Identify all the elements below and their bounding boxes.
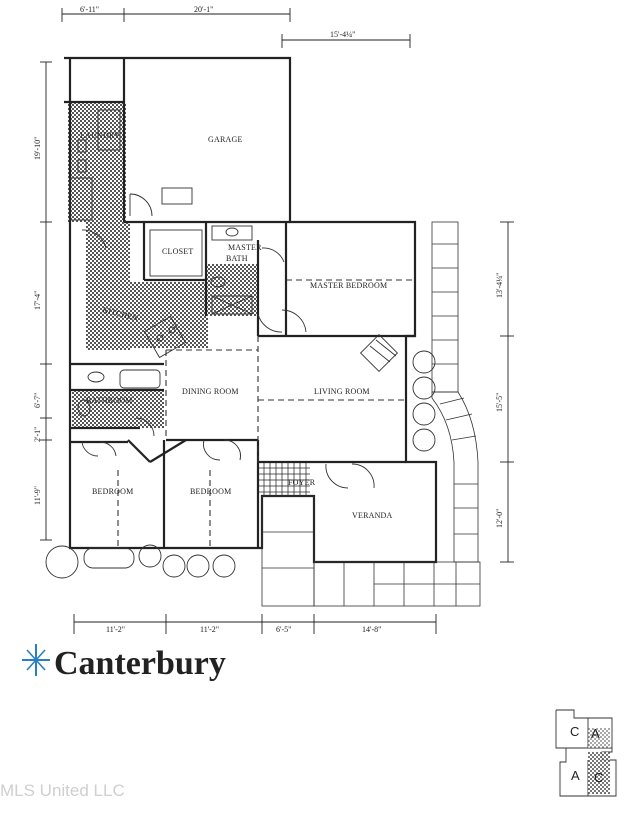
dim-left-small: 2'-1" bbox=[33, 427, 42, 442]
label-closet: CLOSET bbox=[162, 247, 193, 256]
label-garage: GARAGE bbox=[208, 135, 243, 144]
dashed-lines bbox=[117, 279, 415, 548]
dim-left-bedroom: 11'-9" bbox=[33, 486, 42, 505]
door-swings bbox=[81, 229, 375, 489]
label-bedroom-2: BEDROOM bbox=[190, 487, 231, 496]
label-bathroom: BATHROOM bbox=[86, 396, 133, 405]
key-label-2: A bbox=[591, 726, 600, 741]
key-label-4: C bbox=[594, 770, 603, 785]
shrub-icons bbox=[45, 350, 436, 579]
dim-top-right: 15'-4¼" bbox=[330, 30, 355, 39]
label-master-bath-1: MASTER bbox=[228, 243, 262, 252]
dim-top-left: 6'-11" bbox=[80, 5, 99, 14]
garage-details bbox=[69, 177, 253, 277]
dim-right-master: 13'-4¼" bbox=[495, 273, 504, 298]
dim-bottom-bed2: 11'-2" bbox=[200, 625, 219, 634]
patio-pavers bbox=[261, 221, 481, 607]
label-bedroom-1: BEDROOM bbox=[92, 487, 133, 496]
dim-top-garage: 20'-1" bbox=[194, 5, 213, 14]
label-veranda: VERANDA bbox=[352, 511, 393, 520]
dim-bottom-veranda: 14'-8" bbox=[362, 625, 381, 634]
label-master-bedroom: MASTER BEDROOM bbox=[310, 281, 387, 290]
dim-left-garage: 19'-10" bbox=[33, 137, 42, 160]
dim-left-bath: 6'-7" bbox=[33, 393, 42, 408]
brand-name: Canterbury bbox=[54, 645, 226, 682]
label-master-bath-2: BATH bbox=[226, 254, 248, 263]
mls-watermark: MLS United LLC bbox=[0, 781, 125, 800]
walls bbox=[64, 56, 438, 564]
label-dining: DINING ROOM bbox=[182, 387, 239, 396]
label-living: LIVING ROOM bbox=[314, 387, 370, 396]
star-burst-icon bbox=[22, 644, 50, 676]
dim-bottom-foyer: 6'-5" bbox=[276, 625, 291, 634]
key-label-1: C bbox=[570, 724, 579, 739]
dimension-lines bbox=[40, 8, 514, 634]
dim-right-veranda: 12'-0" bbox=[495, 509, 504, 528]
dim-left-kitchen: 17'-4" bbox=[33, 291, 42, 310]
dim-bottom-bed1: 11'-2" bbox=[106, 625, 125, 634]
label-foyer: FOYER bbox=[288, 478, 316, 487]
fixtures bbox=[77, 109, 399, 417]
label-laundry: LAUNDRY bbox=[80, 131, 120, 140]
key-label-3: A bbox=[571, 768, 580, 783]
tile-floors bbox=[68, 102, 310, 496]
key-plan bbox=[555, 709, 617, 797]
dim-right-living: 15'-5" bbox=[495, 393, 504, 412]
